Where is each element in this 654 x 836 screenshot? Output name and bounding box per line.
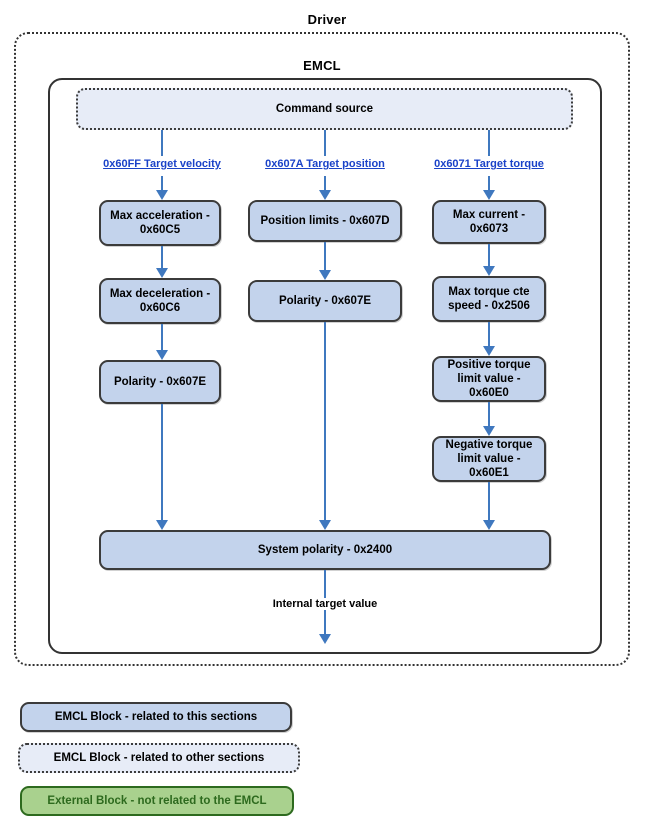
arrow-line [161,324,163,350]
connector-col3-to-system-polarity [483,482,495,530]
connector-col2-source-to-link [324,130,326,156]
internal-target-value-label: Internal target value [215,598,435,610]
link-target-velocity[interactable]: 0x60FF Target velocity [103,158,221,170]
block-max-acceleration[interactable]: Max acceleration - 0x60C5 [99,200,221,246]
arrow-line [324,242,326,270]
legend-item-other-section: EMCL Block - related to other sections [18,743,300,773]
arrow-head [319,520,331,530]
block-polarity-velocity[interactable]: Polarity - 0x607E [99,360,221,404]
arrow-head [483,346,495,356]
connector-col3-source-to-link [488,130,490,156]
arrow-line [161,404,163,520]
arrow-head [156,350,168,360]
arrow-line [324,176,326,190]
arrow-head [156,190,168,200]
arrow-line [161,176,163,190]
arrow-line [488,482,490,520]
arrow-head [483,520,495,530]
block-max-deceleration[interactable]: Max deceleration - 0x60C6 [99,278,221,324]
connector-col3-block3-to-block4 [483,402,495,436]
block-negative-torque-limit[interactable]: Negative torque limit value - 0x60E1 [432,436,546,482]
arrow-head [156,268,168,278]
driver-container [14,32,630,666]
block-max-torque-cte-speed[interactable]: Max torque cte speed - 0x2506 [432,276,546,322]
connector-col2-link-to-block1 [319,176,331,200]
block-system-polarity[interactable]: System polarity - 0x2400 [99,530,551,570]
connector-col2-block1-to-block2 [319,242,331,280]
block-position-limits[interactable]: Position limits - 0x607D [248,200,402,242]
connector-col1-block1-to-block2 [156,246,168,278]
connector-col2-to-system-polarity [319,322,331,530]
arrow-line [488,244,490,266]
command-source-block[interactable]: Command source [76,88,573,130]
legend-item-this-section: EMCL Block - related to this sections [20,702,292,732]
connector-col1-link-to-block1 [156,176,168,200]
connector-col3-block2-to-block3 [483,322,495,356]
block-polarity-position[interactable]: Polarity - 0x607E [248,280,402,322]
arrow-head [483,266,495,276]
emcl-container [48,78,602,654]
legend-item-external: External Block - not related to the EMCL [20,786,294,816]
driver-title: Driver [307,12,347,27]
arrow-head [156,520,168,530]
connector-col1-block2-to-block3 [156,324,168,360]
emcl-title: EMCL [303,58,341,73]
connector-output-arrow-head [319,634,331,644]
connector-col1-to-system-polarity [156,404,168,530]
arrow-line [488,176,490,190]
arrow-line [161,246,163,268]
block-positive-torque-limit[interactable]: Positive torque limit value - 0x60E0 [432,356,546,402]
arrow-head [483,190,495,200]
arrow-head [319,190,331,200]
arrow-line [324,322,326,520]
arrow-line [488,402,490,426]
link-target-position[interactable]: 0x607A Target position [265,158,385,170]
connector-col3-block1-to-block2 [483,244,495,276]
link-target-torque[interactable]: 0x6071 Target torque [434,158,544,170]
block-max-current[interactable]: Max current - 0x6073 [432,200,546,244]
arrow-head [319,270,331,280]
connector-col1-source-to-link [161,130,163,156]
arrow-head [483,426,495,436]
arrow-line [488,322,490,346]
connector-col3-link-to-block1 [483,176,495,200]
